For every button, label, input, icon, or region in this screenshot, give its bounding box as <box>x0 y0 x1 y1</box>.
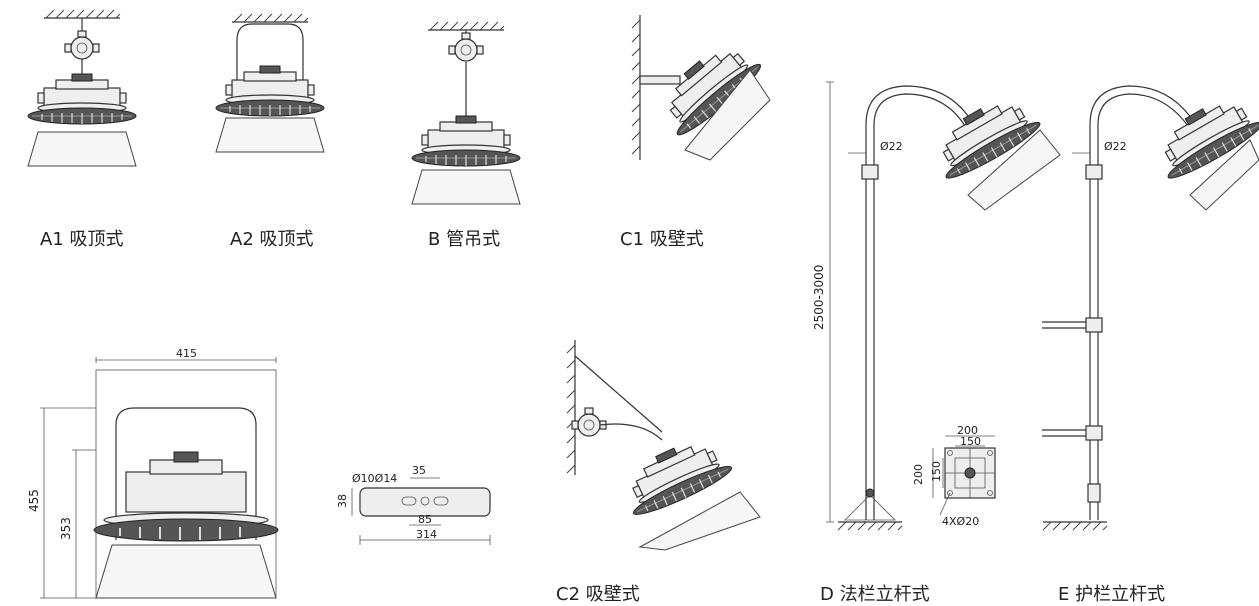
label-d: D 法栏立杆式 <box>820 584 930 605</box>
variant-c2-drawing <box>566 340 761 551</box>
label-a2: A2 吸顶式 <box>230 229 314 250</box>
variant-a1-drawing <box>27 9 137 167</box>
label-c1: C1 吸壁式 <box>620 229 704 250</box>
variant-b-drawing <box>411 21 521 205</box>
label-b: B 管吊式 <box>428 229 500 250</box>
bracket-dim-35: 35 <box>412 464 426 477</box>
bracket-holes-label: Ø10Ø14 <box>352 472 397 485</box>
pole-height-label: 2500-3000 <box>812 265 826 330</box>
base-dim-150-left: 150 <box>930 461 943 482</box>
bracket-detail-drawing <box>351 477 491 545</box>
dim-height-353: 353 <box>59 517 73 540</box>
bracket-dim-314: 314 <box>416 528 437 541</box>
base-dim-150-top: 150 <box>960 435 981 448</box>
variant-a2-drawing <box>215 13 325 153</box>
pole-d-diameter: Ø22 <box>880 140 903 153</box>
dim-width-415: 415 <box>176 347 197 360</box>
pole-e-diameter: Ø22 <box>1104 140 1127 153</box>
variant-d-drawing <box>826 81 1061 531</box>
label-a1: A1 吸顶式 <box>40 229 124 250</box>
base-dim-200-left: 200 <box>912 464 925 485</box>
base-holes-label: 4XØ20 <box>942 515 979 528</box>
label-e: E 护栏立杆式 <box>1058 584 1165 605</box>
dim-height-455: 455 <box>27 489 41 512</box>
bracket-dim-85: 85 <box>418 513 432 526</box>
label-c2: C2 吸壁式 <box>556 584 640 605</box>
variant-e-drawing <box>1042 85 1259 531</box>
front-view-drawing <box>40 357 279 599</box>
variant-c1-drawing <box>631 15 771 161</box>
bracket-dim-38: 38 <box>336 494 349 508</box>
base-dim-200-top: 200 <box>957 424 978 437</box>
